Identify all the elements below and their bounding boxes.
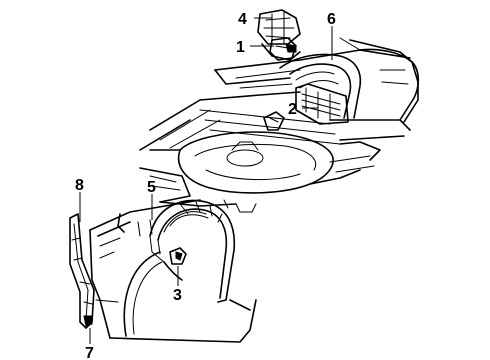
liner-clip	[169, 247, 187, 265]
callout-3: 3	[173, 287, 182, 304]
quarter-panel-left	[89, 199, 257, 343]
wheelhouse-liner-left	[149, 199, 236, 303]
callout-5: 5	[147, 179, 156, 196]
callout-8: 8	[75, 177, 84, 194]
rear-body-shell	[139, 37, 420, 151]
callout-7: 7	[85, 345, 94, 360]
callout-6: 6	[327, 11, 336, 28]
upper-bracket	[257, 9, 301, 61]
callout-4: 4	[238, 11, 247, 28]
callout-1: 1	[236, 39, 245, 56]
floor-pan	[139, 111, 381, 213]
wheelhouse-right	[279, 53, 362, 125]
pillar-trim	[69, 213, 95, 329]
callout-2: 2	[288, 101, 297, 118]
retainer-clip	[269, 37, 297, 61]
callout-leaders	[79, 17, 333, 344]
callout-labels: 4 1 6 2 5 3 8 7	[75, 11, 336, 360]
